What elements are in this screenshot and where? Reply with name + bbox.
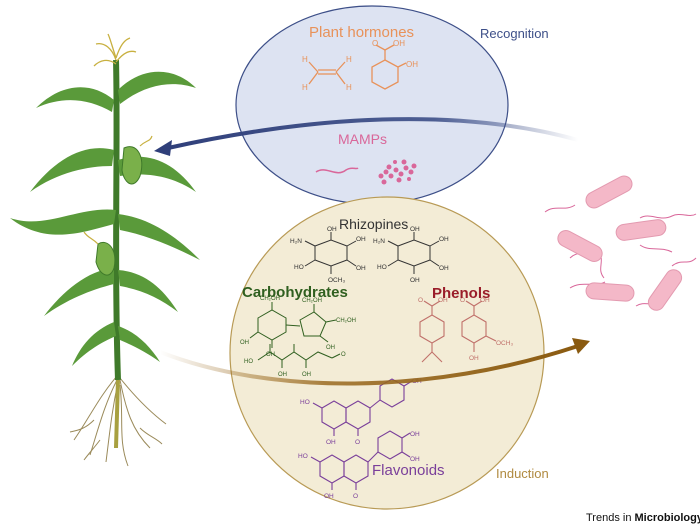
ethylene-icon: [308, 61, 346, 85]
mamps-label: MAMPs: [338, 131, 387, 147]
bacteria-cells-icon: [544, 175, 697, 311]
plant-hormones-label: Plant hormones: [309, 24, 415, 41]
carbohydrates-label: Carbohydrates: [242, 284, 348, 301]
chem-ho-f1: HO: [300, 399, 310, 406]
chem-oh-c5: OH: [302, 372, 311, 378]
chem-oh-c1: OH: [240, 340, 249, 346]
chem-h-4: H: [346, 83, 352, 92]
chem-oh-f3: OH: [410, 431, 420, 438]
chem-och3: OCH₃: [328, 277, 345, 284]
maize-plant-icon: [10, 33, 200, 467]
chem-ch2oh-3: CH₂OH: [336, 318, 356, 324]
chem-oh-p2: OH: [480, 297, 490, 304]
flavonoid-structure-1: [312, 378, 413, 436]
chem-h-1: H: [302, 55, 308, 64]
flavonoids-label: Flavonoids: [372, 462, 445, 479]
chem-oh-f4: OH: [410, 456, 420, 463]
recognition-label: Recognition: [480, 26, 549, 41]
induction-arrow-icon: [159, 344, 579, 386]
induction-zone: [229, 196, 545, 510]
chem-h2n-1: H₂N: [290, 238, 302, 245]
induction-label: Induction: [496, 466, 549, 481]
journal-credit: Trends in Microbiology: [586, 512, 700, 524]
chem-oh-sa-1: OH: [393, 39, 405, 48]
induction-arrowhead: [572, 338, 590, 354]
journal-credit-part2: Microbiology: [634, 512, 700, 524]
chem-oh-c3: OH: [326, 345, 335, 351]
chem-oh-p1: OH: [438, 297, 448, 304]
chem-oh-c4: OH: [278, 372, 287, 378]
chem-oh-r3: OH: [356, 265, 366, 272]
chem-ho-r2: HO: [377, 264, 387, 271]
chem-oh-f2: OH: [326, 439, 336, 446]
open-chain-sugar: [257, 344, 341, 368]
chem-oh-sa-2: OH: [406, 60, 418, 69]
salicylic-acid-icon: [371, 44, 407, 90]
phenol-structure-2: [461, 300, 497, 352]
chem-ho-f2: HO: [298, 453, 308, 460]
chem-ch2oh-1: CH₂OH: [260, 296, 280, 302]
recognition-arrowhead: [154, 140, 172, 156]
flagellin-icon: [315, 167, 359, 174]
chem-ho-r1: HO: [294, 264, 304, 271]
chem-oh-p3: OH: [469, 355, 479, 362]
chem-ho-c1: HO: [244, 359, 253, 365]
chem-och3-p: OCH₃: [496, 340, 513, 347]
chem-oh-r2: OH: [356, 236, 366, 243]
phenol-structure-1: [419, 300, 445, 363]
chem-o-f1: O: [355, 439, 360, 446]
chem-o-f2: O: [353, 493, 358, 500]
chem-h-3: H: [346, 55, 352, 64]
chem-o-c1: O: [341, 352, 346, 358]
peptidoglycan-icon: [378, 159, 417, 185]
rhizopine-structure-1: [304, 232, 357, 274]
journal-credit-part1: Trends in: [586, 512, 635, 524]
chem-oh-c2: OH: [266, 352, 275, 358]
chem-o-p2: O: [460, 297, 465, 304]
chem-oh-r4: OH: [410, 226, 420, 233]
chem-o-p1: O: [418, 297, 423, 304]
chem-o-sa: O: [372, 39, 378, 48]
chem-oh-f5: OH: [324, 493, 334, 500]
chem-oh-r6: OH: [439, 265, 449, 272]
chem-h2n-2: H₂N: [373, 238, 385, 245]
phenols-label: Phenols: [432, 285, 491, 302]
chem-oh-r5: OH: [439, 236, 449, 243]
chem-oh-r7: OH: [410, 277, 420, 284]
rhizopines-label: Rhizopines: [339, 216, 409, 232]
sucrose-structure: [249, 302, 337, 348]
recognition-arrow-icon: [167, 117, 579, 150]
chem-ch2oh-2: CH₂OH: [302, 298, 322, 304]
rhizopine-structure-2: [387, 232, 440, 274]
flavonoid-structure-2: [310, 430, 411, 490]
chem-h-2: H: [302, 83, 308, 92]
chem-oh-r1: OH: [327, 226, 337, 233]
